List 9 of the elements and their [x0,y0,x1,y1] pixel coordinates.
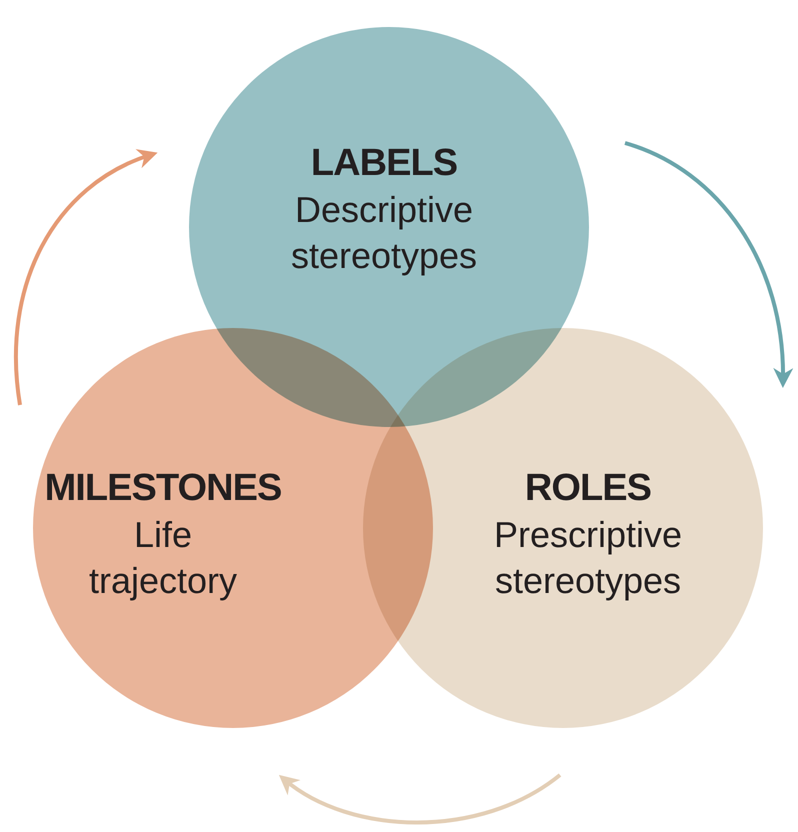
circle-description: Life trajectory [88,513,238,603]
curved-arrow [278,773,562,824]
curved-arrow [624,141,793,388]
circle-heading: MILESTONES [44,466,282,511]
circle-description: Prescriptive stereotypes [492,513,684,603]
curved-arrow [14,150,158,406]
circle-heading: ROLES [524,466,652,511]
circle-heading: LABELS [310,141,458,186]
circle-description: Descriptive stereotypes [290,188,478,278]
